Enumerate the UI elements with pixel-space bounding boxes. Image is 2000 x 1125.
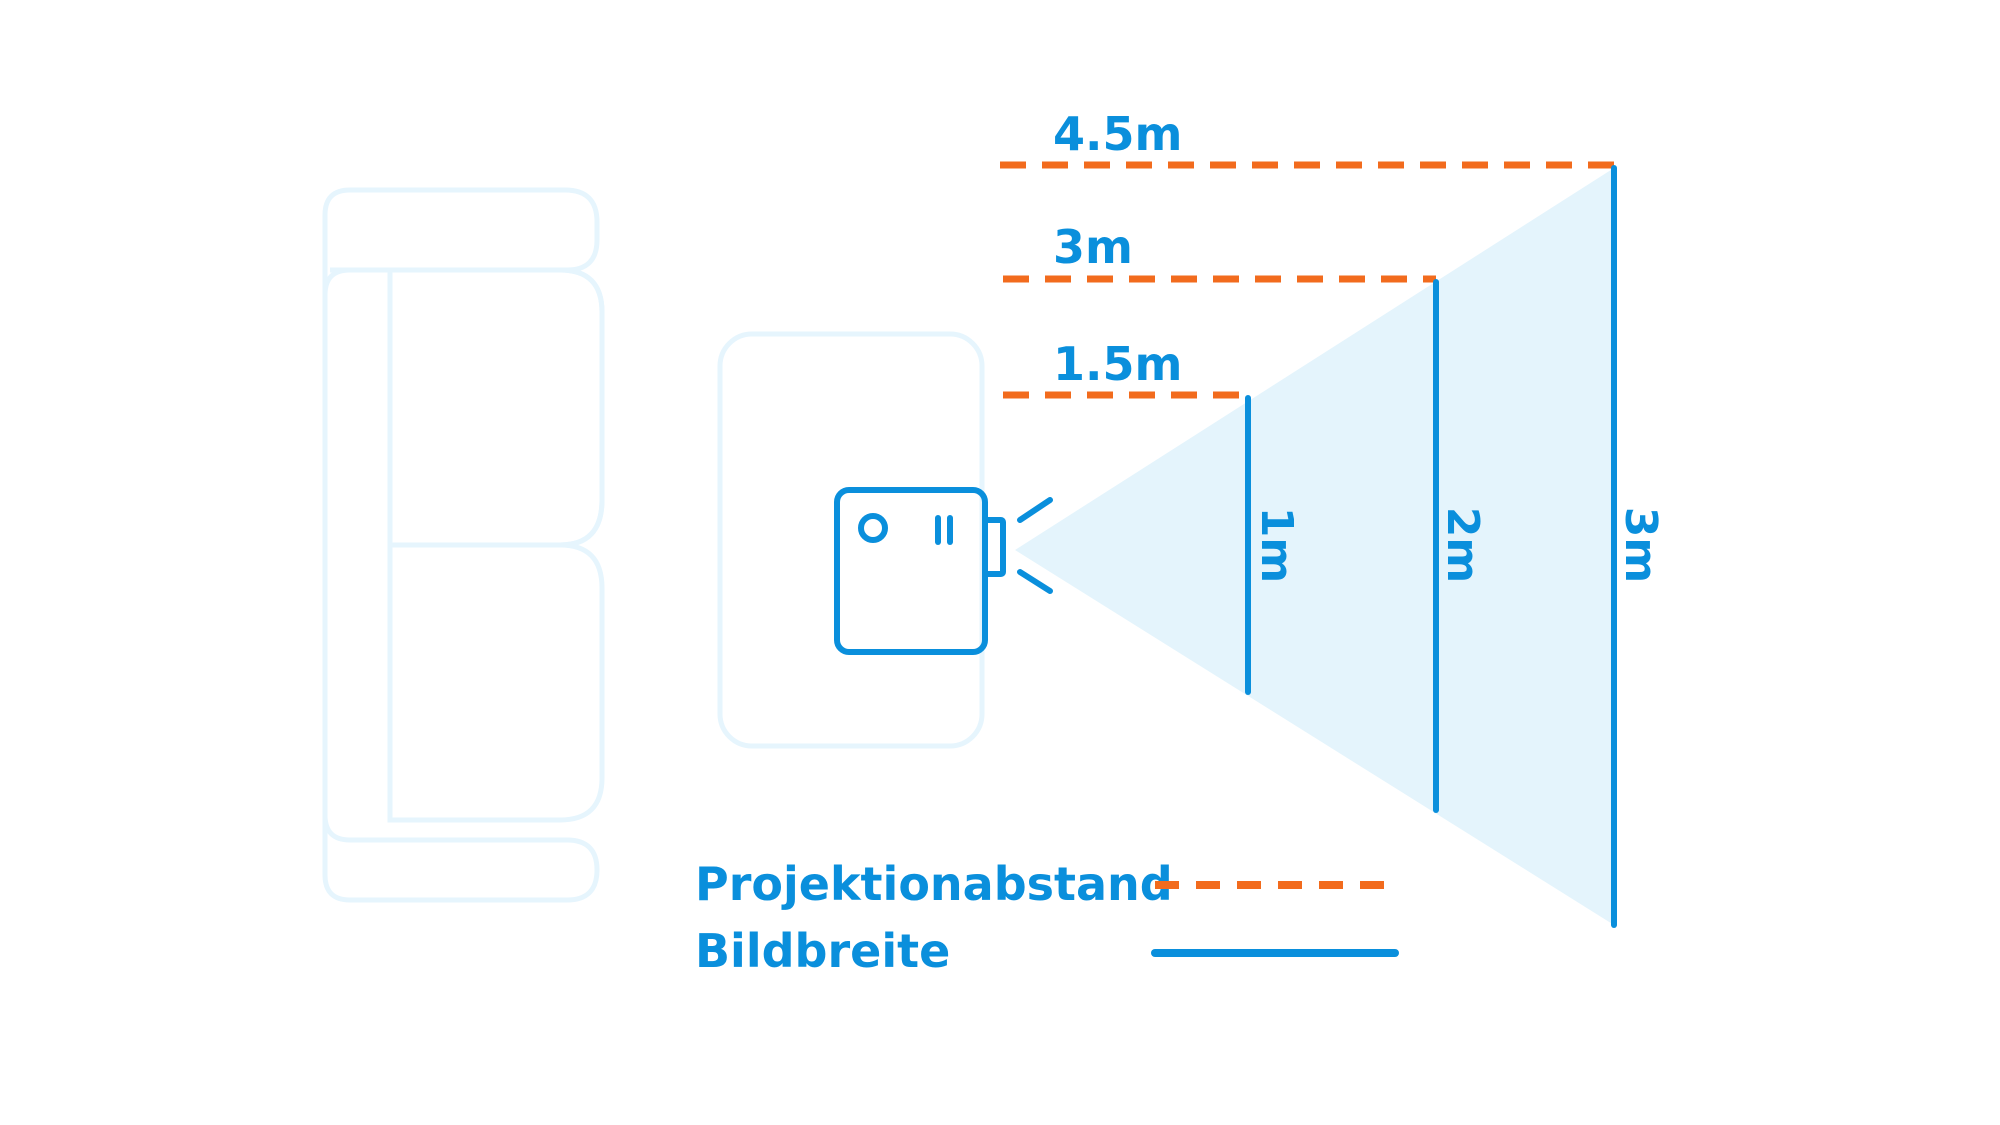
projector-icon xyxy=(834,487,1053,655)
legend-distance-label: Projektionabstand xyxy=(695,857,1173,911)
projection-beam xyxy=(1015,168,1614,925)
width-label-3m: 3m xyxy=(1615,507,1666,583)
distance-label-1.5m: 1.5m xyxy=(1053,337,1182,391)
legend: Projektionabstand Bildbreite xyxy=(695,857,1399,978)
width-label-1m: 1m xyxy=(1251,507,1302,583)
distance-label-3m: 3m xyxy=(1053,220,1133,274)
legend-width-label: Bildbreite xyxy=(695,924,950,978)
width-label-2m: 2m xyxy=(1437,507,1488,583)
distance-label-4.5m: 4.5m xyxy=(1053,107,1182,161)
sofa-icon xyxy=(322,187,605,903)
table-icon xyxy=(717,331,985,749)
